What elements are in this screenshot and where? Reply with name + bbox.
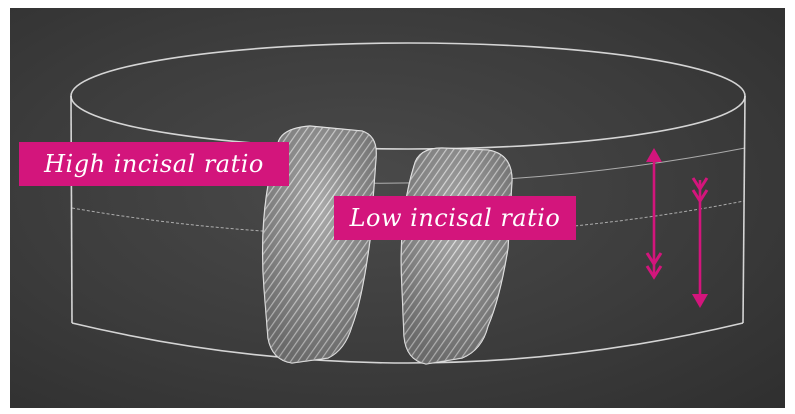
cylinder-left-edge xyxy=(71,96,72,323)
cylinder-right-edge xyxy=(743,96,745,323)
low-incisal-ratio-label: Low incisal ratio xyxy=(334,196,576,240)
cylinder-top-rim xyxy=(71,43,745,149)
high-incisal-ratio-label: High incisal ratio xyxy=(19,142,289,186)
incisor-tooth-icon xyxy=(401,148,512,364)
high-ratio-arrow-icon xyxy=(646,148,662,277)
low-ratio-arrow-icon xyxy=(692,178,708,308)
